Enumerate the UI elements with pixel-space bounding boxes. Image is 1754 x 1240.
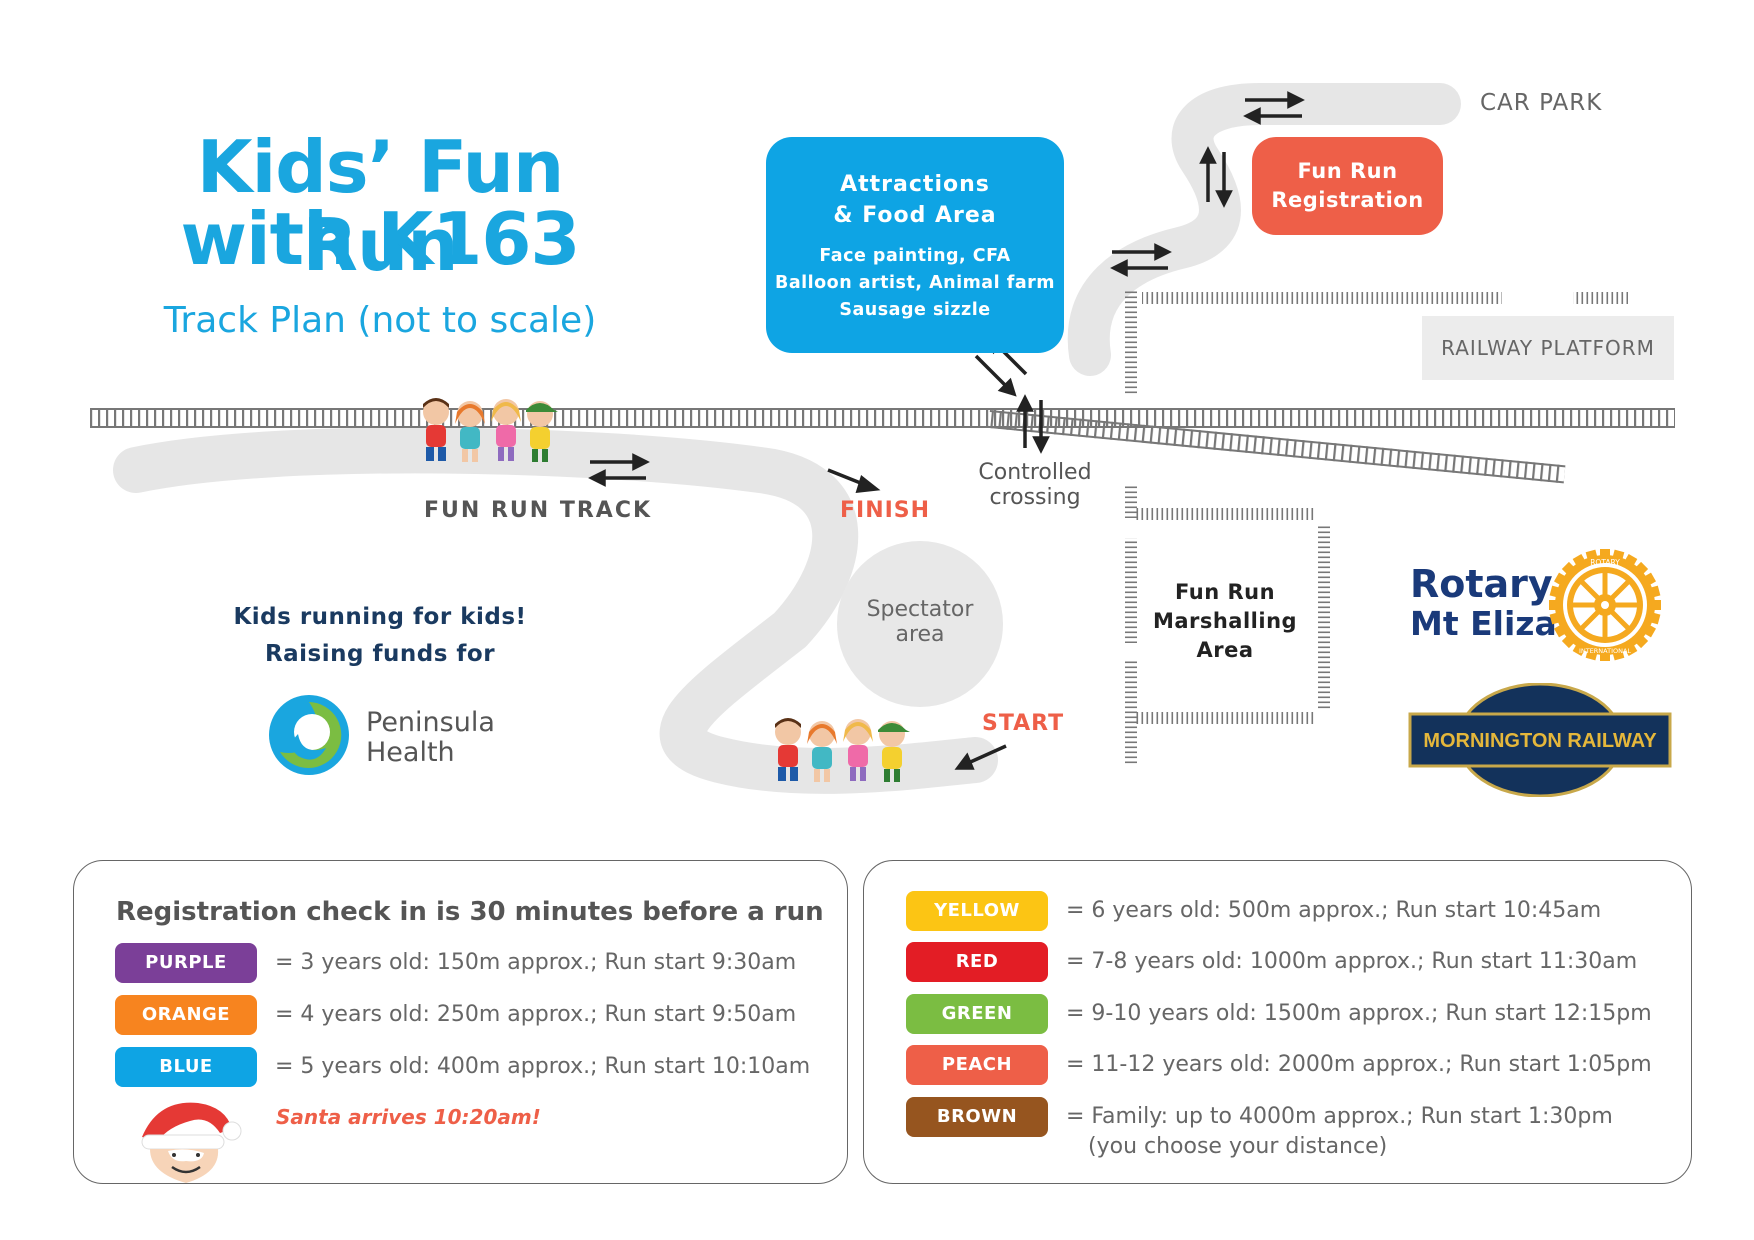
track-plan-map xyxy=(90,83,1675,794)
car-park-label: CAR PARK xyxy=(1480,90,1603,116)
direction-arrow-icon xyxy=(827,468,1007,770)
rotary-ring-bottom-text: INTERNATIONAL xyxy=(1579,647,1631,655)
schedule-row-note: (you choose your distance) xyxy=(1088,1134,1388,1159)
kids-running-illustration xyxy=(423,398,910,782)
color-badge-green: GREEN xyxy=(906,994,1048,1034)
registration-heading: Registration check in is 30 minutes befo… xyxy=(116,897,824,927)
color-badge-peach: PEACH xyxy=(906,1045,1048,1085)
schedule-row-text: = 4 years old: 250m approx.; Run start 9… xyxy=(275,1002,797,1027)
peninsula-health-name: Peninsula Health xyxy=(366,707,495,768)
color-badge-yellow: YELLOW xyxy=(906,891,1048,931)
schedule-panel-right: YELLOW = 6 years old: 500m approx.; Run … xyxy=(863,860,1692,1184)
color-badge-blue: BLUE xyxy=(115,1047,257,1087)
fun-run-track-label: FUN RUN TRACK xyxy=(424,498,653,523)
peninsula-health-logo xyxy=(269,695,349,775)
schedule-row-text: = 6 years old: 500m approx.; Run start 1… xyxy=(1066,898,1602,923)
marshalling-area-label: Fun Run Marshalling Area xyxy=(1152,580,1298,662)
schedule-row-text: = 3 years old: 150m approx.; Run start 9… xyxy=(275,950,797,975)
railway-platform: RAILWAY PLATFORM xyxy=(1422,316,1674,380)
finish-label: FINISH xyxy=(840,498,931,523)
color-badge-orange: ORANGE xyxy=(115,995,257,1035)
start-label: START xyxy=(982,711,1065,736)
page-title-line-2: with K163 xyxy=(180,197,580,281)
attractions-title: Attractions & Food Area xyxy=(833,172,997,228)
kids-running-tagline: Kids running for kids! xyxy=(233,604,527,630)
two-way-arrow-icon xyxy=(588,91,1305,487)
color-badge-red: RED xyxy=(906,942,1048,982)
page-subtitle: Track Plan (not to scale) xyxy=(163,300,597,341)
rotary-name: Rotary xyxy=(1410,562,1553,606)
fun-run-registration-box: Fun Run Registration xyxy=(1252,137,1443,235)
schedule-row-text: = 11-12 years old: 2000m approx.; Run st… xyxy=(1066,1052,1652,1077)
schedule-row-text: = 7-8 years old: 1000m approx.; Run star… xyxy=(1066,949,1638,974)
color-badge-brown: BROWN xyxy=(906,1097,1048,1137)
spectator-area: Spectator area xyxy=(837,541,1003,707)
santa-arrival-note: Santa arrives 10:20am! xyxy=(276,1105,541,1129)
attractions-details: Face painting, CFA Balloon artist, Anima… xyxy=(775,246,1055,320)
controlled-crossing-label: Controlled crossing xyxy=(978,460,1092,510)
schedule-row-text: = 9-10 years old: 1500m approx.; Run sta… xyxy=(1066,1001,1652,1026)
fun-run-track-path xyxy=(113,83,1461,794)
schedule-row-text: = 5 years old: 400m approx.; Run start 1… xyxy=(275,1054,811,1079)
mornington-railway-text: MORNINGTON RAILWAY xyxy=(1423,730,1657,752)
schedule-panel-left: Registration check in is 30 minutes befo… xyxy=(73,860,848,1184)
page-title-line-1: Kids’ Fun Run xyxy=(196,125,564,287)
attractions-food-area: Attractions & Food Area Face painting, C… xyxy=(766,137,1064,353)
color-badge-purple: PURPLE xyxy=(115,943,257,983)
railway-tracks xyxy=(90,290,1675,765)
mornington-railway-logo: MORNINGTON RAILWAY xyxy=(1408,683,1672,797)
santa-icon xyxy=(141,1102,242,1183)
schedule-row-text: = Family: up to 4000m approx.; Run start… xyxy=(1066,1104,1613,1129)
raising-funds-tagline: Raising funds for xyxy=(264,641,496,667)
rotary-wheel-logo: ROTARY INTERNATIONAL xyxy=(1549,549,1661,661)
rotary-ring-top-text: ROTARY xyxy=(1590,558,1620,567)
rotary-location: Mt Eliza xyxy=(1410,604,1557,643)
